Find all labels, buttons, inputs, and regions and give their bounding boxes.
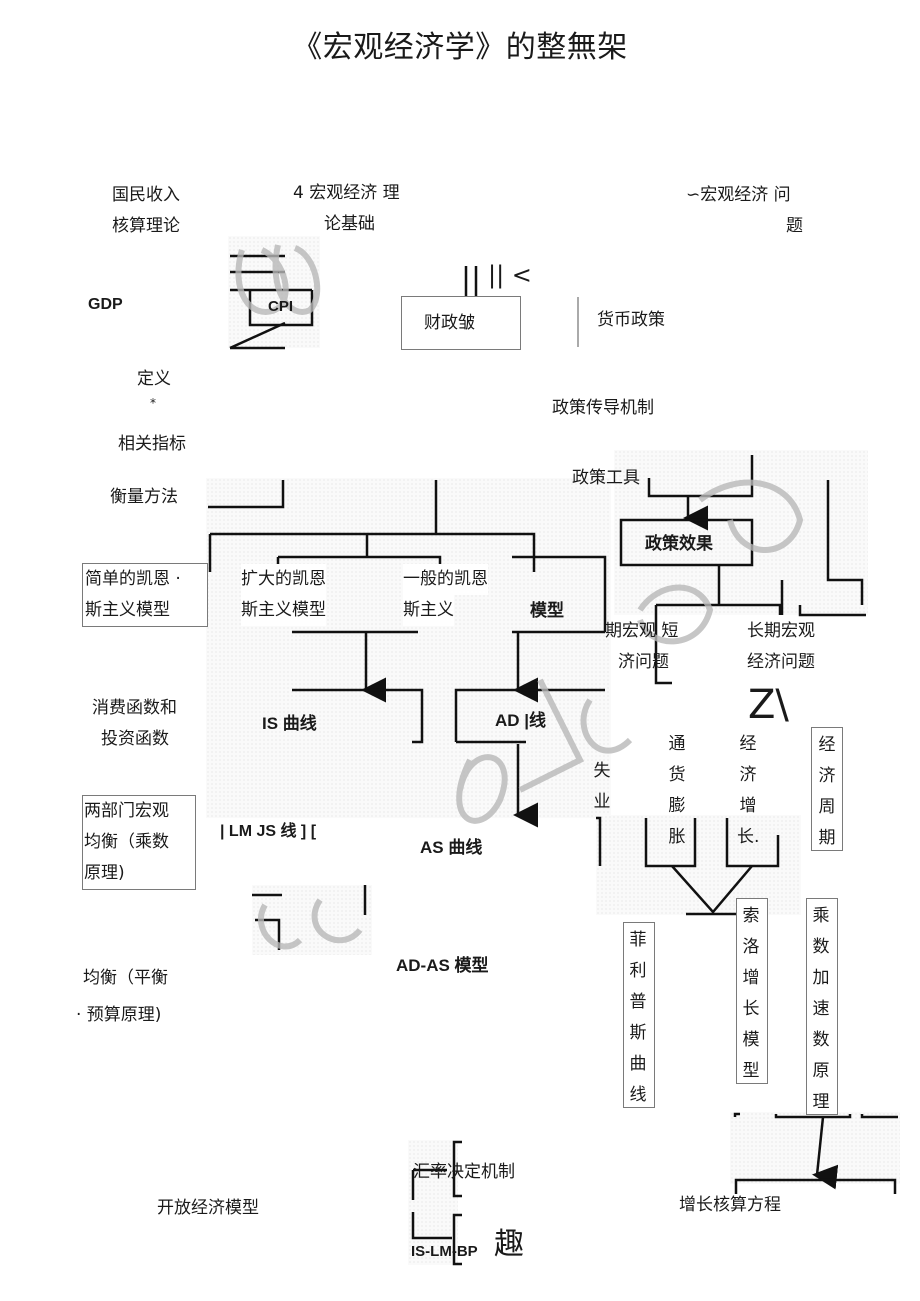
ad-branch bbox=[512, 630, 605, 690]
growth-label: 经济增长. bbox=[737, 734, 760, 847]
extended-keynes-line2: 斯主义模型 bbox=[241, 595, 326, 626]
cycle-box: 经济周期 bbox=[811, 727, 843, 851]
z-symbol: Z\ bbox=[748, 682, 789, 728]
islmbp-suffix: 趣 bbox=[494, 1227, 524, 1262]
measurement-label: 衡量方法 bbox=[110, 487, 178, 507]
simple-keynes-box: 简单的凯恩 · 斯主义模型 bbox=[82, 563, 208, 627]
as-curve-label: AS 曲线 bbox=[420, 838, 483, 857]
inflation-label: 通货膨胀 bbox=[668, 734, 686, 847]
macro-theory-line1: 4 宏观经济 理 bbox=[293, 183, 400, 203]
is-branch bbox=[292, 630, 418, 690]
short-term-line2: 济问题 bbox=[618, 652, 669, 672]
general-keynes-line2: 斯主义 bbox=[403, 595, 454, 626]
growth-box-top bbox=[734, 1178, 897, 1194]
phillips-label: 菲利普斯曲线 bbox=[629, 930, 647, 1105]
accelerator-label: 乘数加速数原理 bbox=[812, 906, 830, 1112]
lm-curve-label: | LM JS 线 ] [ bbox=[220, 823, 317, 840]
solow-label: 索洛增长模型 bbox=[742, 906, 760, 1081]
ad-curve-label: AD |线 bbox=[495, 711, 547, 730]
fiscal-policy-box: 财政皱 bbox=[401, 296, 521, 350]
macro-theory-line2: 论基础 bbox=[324, 214, 375, 234]
simple-keynes-line1: 简单的凯恩 · bbox=[85, 569, 181, 589]
growth-arrow bbox=[812, 1116, 839, 1190]
general-keynes-line1: 一般的凯恩 bbox=[403, 564, 488, 595]
cpi-box-line bbox=[230, 254, 314, 327]
policy-tools-line bbox=[647, 455, 754, 498]
two-sector-line1: 两部门宏观 bbox=[84, 801, 169, 821]
solow-lines bbox=[671, 865, 753, 916]
gdp-label: GDP bbox=[88, 296, 123, 313]
inflation-bracket bbox=[644, 818, 697, 868]
model-suffix-label: 模型 bbox=[530, 601, 564, 620]
exchange-rate-label: 汇率决定机制 bbox=[413, 1162, 515, 1182]
bracket-mark: || < bbox=[488, 261, 532, 289]
watermark-strokes bbox=[235, 244, 804, 950]
cpi-diagonal bbox=[229, 321, 286, 350]
national-income-line2: 核算理论 bbox=[112, 216, 180, 236]
phillips-box: 菲利普斯曲线 bbox=[623, 922, 655, 1108]
is-box bbox=[292, 688, 605, 744]
is-curve-label: IS 曲线 bbox=[262, 714, 317, 733]
asterisk-mark: * bbox=[150, 396, 156, 410]
unemployment-label: 失业 bbox=[593, 761, 611, 812]
balanced-budget-line1: 均衡（平衡 bbox=[83, 968, 168, 988]
national-income-line1: 国民收入 bbox=[112, 185, 180, 205]
long-term-line2: 经济问题 bbox=[747, 652, 815, 672]
extended-keynes-line1: 扩大的凯恩 bbox=[241, 564, 326, 595]
ad-as-model-label: AD-AS 模型 bbox=[396, 956, 489, 975]
open-bracket-top bbox=[411, 1140, 462, 1200]
definition-label: 定义 bbox=[137, 369, 171, 389]
cpi-label: CPI bbox=[268, 298, 294, 315]
accelerator-box: 乘数加速数原理 bbox=[806, 898, 838, 1115]
macro-problems-line2: 题 bbox=[786, 216, 803, 236]
policy-effect-box bbox=[619, 518, 754, 567]
balanced-budget-line2: · 预算原理) bbox=[76, 1005, 162, 1025]
islmbp-label: IS-LM-BP bbox=[411, 1243, 478, 1260]
open-economy-label: 开放经济模型 bbox=[157, 1198, 259, 1218]
policy-tools-label: 政策工具 bbox=[572, 468, 640, 488]
cycle-label: 经济周期 bbox=[818, 735, 836, 848]
fiscal-policy-label: 财政皱 bbox=[424, 313, 475, 333]
consumption-line1: 消费函数和 bbox=[92, 698, 177, 718]
measure-bracket bbox=[208, 480, 285, 509]
simple-keynes-line2: 斯主义模型 bbox=[85, 600, 170, 620]
related-indicators-label: 相关指标 bbox=[118, 434, 186, 454]
monetary-policy-label: 货币政策 bbox=[597, 310, 665, 330]
tree-branch bbox=[208, 532, 607, 632]
policy-effect-branch bbox=[654, 480, 866, 685]
short-term-line1: 期宏观 短 bbox=[605, 621, 679, 641]
consumption-line2: 投资函数 bbox=[101, 729, 169, 749]
fiscal-bracket bbox=[464, 266, 478, 296]
growth-brackets bbox=[733, 1112, 898, 1119]
unemployment-bracket bbox=[596, 816, 602, 866]
open-bracket-bottom bbox=[411, 1212, 462, 1266]
transmission-label: 政策传导机制 bbox=[552, 398, 654, 418]
page-title: 《宏观经济学》的整無架 bbox=[292, 30, 628, 65]
policy-effect-label: 政策效果 bbox=[645, 534, 713, 553]
two-sector-line3: 原理) bbox=[84, 863, 125, 883]
macro-problems-line1: ∽宏观经济 问 bbox=[686, 185, 791, 205]
growth-accounting-label: 增长核算方程 bbox=[679, 1195, 781, 1215]
two-sector-line2: 均衡（乘数 bbox=[84, 832, 169, 852]
solow-box: 索洛增长模型 bbox=[736, 898, 768, 1084]
two-sector-box: 两部门宏观 均衡（乘数 原理) bbox=[82, 795, 196, 890]
long-term-line1: 长期宏观 bbox=[747, 621, 815, 641]
scan-patch-open bbox=[408, 1140, 458, 1265]
growth-bracket bbox=[725, 818, 780, 868]
scan-patch-policy-tree bbox=[614, 450, 868, 615]
